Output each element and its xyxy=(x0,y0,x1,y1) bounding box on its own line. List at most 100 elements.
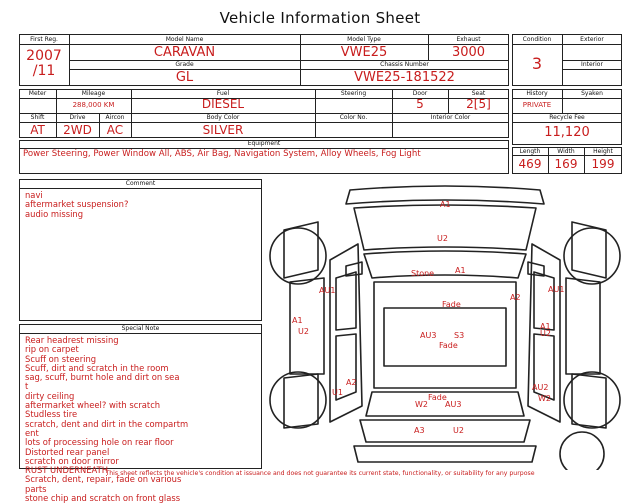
special-note-list: Rear headrest missing rip on carpet Scuf… xyxy=(25,335,261,503)
left-door-front xyxy=(335,271,357,331)
damage-mark: A1 xyxy=(540,322,551,331)
label-interior-color: Interior Color xyxy=(430,114,471,121)
rear-right-wheel xyxy=(563,371,621,429)
vehicle-damage-diagram: A1 U2 Stone A1 AU1 Fade A2 AU1 A1 U2 AU3… xyxy=(269,185,621,470)
front-bumper xyxy=(345,185,545,205)
damage-mark: A1 xyxy=(292,316,303,325)
damage-mark: W2 xyxy=(415,400,428,409)
special-note-line: Rear headrest missing xyxy=(25,335,119,345)
left-side-outer xyxy=(283,221,319,279)
label-recycle-fee: Recycle Fee xyxy=(549,114,585,121)
special-note-line: aftermarket wheel? with scratch xyxy=(25,400,161,411)
label-chassis-number: Chassis Number xyxy=(380,61,429,68)
label-color-no: Color No. xyxy=(339,114,368,121)
roof xyxy=(373,281,517,389)
right-body-side xyxy=(527,243,561,423)
special-note-line: Distorted rear panel xyxy=(25,446,110,457)
damage-mark: Fade xyxy=(428,393,447,402)
label-model-name: Model Name xyxy=(165,36,204,43)
damage-mark: U2 xyxy=(437,234,448,243)
comment-line: aftermarket suspension? xyxy=(25,199,129,210)
left-rocker xyxy=(289,277,325,375)
length-value: 469 xyxy=(518,157,542,171)
footer-disclaimer: This sheet reflects the vehicle's condit… xyxy=(105,470,535,477)
condition-value: 3 xyxy=(531,54,543,73)
label-history: History xyxy=(526,90,548,97)
label-fuel: Fuel xyxy=(216,90,230,97)
right-rocker xyxy=(565,277,601,375)
rear-window xyxy=(365,391,525,417)
comment-list: navi aftermarket suspension? audio missi… xyxy=(25,190,261,219)
label-exhaust: Exhaust xyxy=(456,36,481,43)
left-door-rear xyxy=(335,333,357,401)
damage-mark: W2 xyxy=(538,394,551,403)
body-color-value: SILVER xyxy=(202,123,244,137)
model-name-value: CARAVAN xyxy=(153,45,216,60)
damage-mark: AU1 xyxy=(319,286,335,295)
label-comment: Comment xyxy=(125,180,156,187)
special-note-box xyxy=(19,324,262,469)
special-note-line: parts xyxy=(25,483,47,494)
special-note-line: scratch, dent and dirt in the compartm xyxy=(25,418,189,429)
label-interior: Interior xyxy=(581,61,603,68)
seat-value: 2[5] xyxy=(466,97,491,111)
damage-mark: Stone xyxy=(411,269,434,278)
label-grade: Grade xyxy=(175,61,194,68)
damage-mark: A2 xyxy=(346,378,357,387)
rear-left-wheel xyxy=(269,371,327,429)
special-note-line: ent xyxy=(25,427,39,438)
hood xyxy=(353,204,537,251)
damage-mark: AU3 xyxy=(445,400,461,409)
label-mileage: Mileage xyxy=(81,90,106,97)
label-first-reg: First Reg. xyxy=(30,36,58,43)
right-side-outer-rear xyxy=(571,373,607,429)
special-note-line: Scratch, dent, repair, fade on various xyxy=(25,474,182,485)
special-note-line: Studless tire xyxy=(25,409,78,420)
right-door-front xyxy=(533,271,555,331)
grade-value: GL xyxy=(175,70,194,85)
equipment-value: Power Steering, Power Window All, ABS, A… xyxy=(23,149,421,159)
label-meter: Meter xyxy=(28,90,47,97)
damage-mark: U1 xyxy=(332,388,343,397)
back-door xyxy=(359,419,531,443)
chassis-number-value: VWE25-181522 xyxy=(354,70,455,85)
sunroof-panel xyxy=(383,307,507,367)
label-syaken: Syaken xyxy=(581,90,603,97)
right-mirror xyxy=(527,261,545,277)
right-side-outer xyxy=(571,221,607,279)
spare-wheel xyxy=(559,431,605,470)
recycle-fee-value: 11,120 xyxy=(544,125,590,140)
right-door-rear xyxy=(533,333,555,401)
special-note-line: RUST UNDERNEATH xyxy=(25,465,109,476)
width-value: 169 xyxy=(554,157,578,171)
label-body-color: Body Color xyxy=(206,114,240,121)
damage-mark: Fade xyxy=(439,341,458,350)
special-note-line: scratch on door mirror xyxy=(25,455,119,466)
damage-mark: U2 xyxy=(540,329,551,338)
left-side-outer-rear xyxy=(283,373,319,429)
damage-mark: S3 xyxy=(454,331,464,340)
model-type-value: VWE25 xyxy=(340,45,388,60)
first-reg-year: 2007 xyxy=(26,48,62,64)
label-seat: Seat xyxy=(471,90,486,97)
label-width: Width xyxy=(557,148,575,155)
label-exterior: Exterior xyxy=(580,36,604,43)
dimensions-box xyxy=(512,147,622,174)
equipment-box xyxy=(19,140,509,174)
damage-mark: AU1 xyxy=(548,285,564,294)
history-value: PRIVATE xyxy=(522,101,552,109)
windshield xyxy=(363,250,527,279)
damage-mark: A1 xyxy=(455,266,466,275)
rear-bumper xyxy=(353,445,537,463)
label-length: Length xyxy=(519,148,541,155)
drive-value: 2WD xyxy=(63,123,92,137)
damage-mark: U2 xyxy=(298,327,309,336)
sheet-title: Vehicle Information Sheet xyxy=(219,9,421,27)
special-note-line: lots of processing hole on rear floor xyxy=(25,437,174,448)
damage-mark: A1 xyxy=(440,200,451,209)
comment-box xyxy=(19,179,262,321)
exhaust-value: 3000 xyxy=(451,45,486,60)
front-right-wheel xyxy=(563,227,621,285)
special-note-line: stone chip and scratch on front glass xyxy=(25,493,181,503)
shift-value: AT xyxy=(30,123,45,137)
